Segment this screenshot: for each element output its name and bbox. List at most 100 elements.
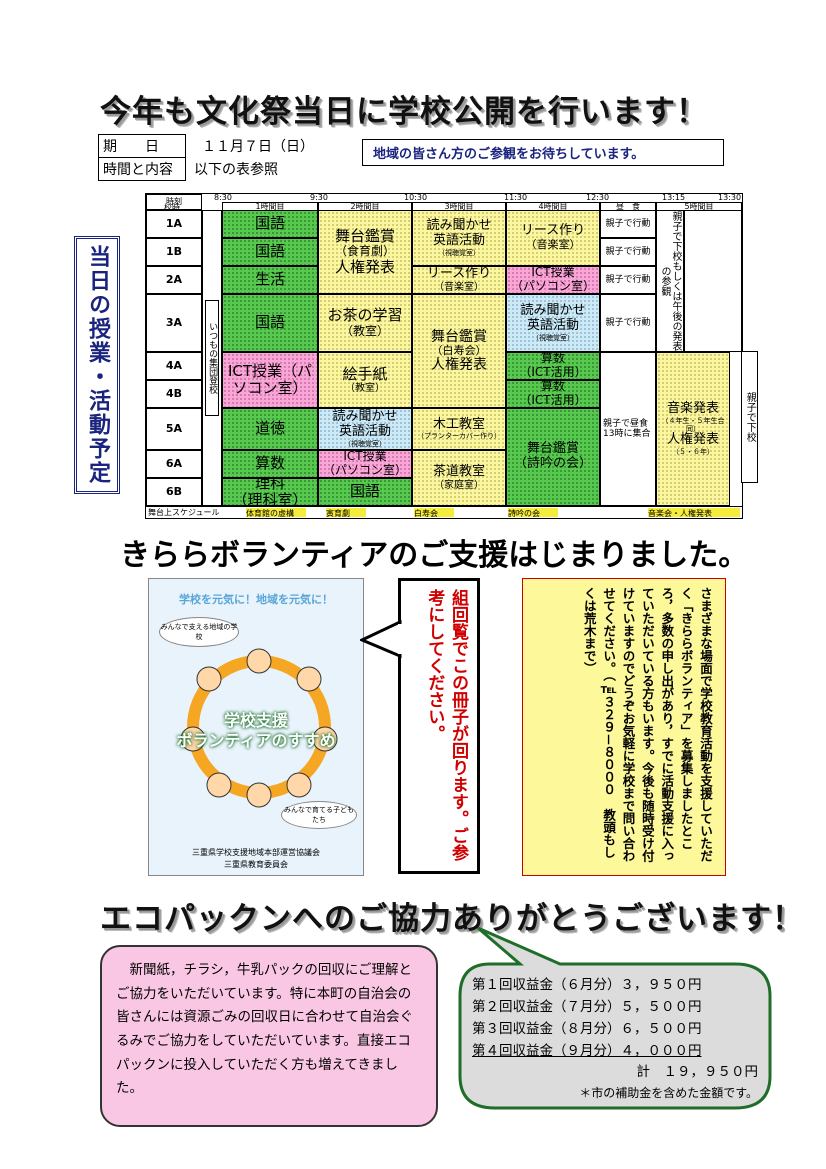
footer-1: 体育館の虚構 xyxy=(246,508,306,518)
p5-b3: 人権発表 xyxy=(666,432,719,448)
p4-a1: リース作り xyxy=(520,223,586,239)
booklet-bubble2: みんなで育てる子どもたち xyxy=(281,801,357,829)
p3-b1: リース作り xyxy=(426,266,492,281)
p2-6a: ICT授業 （パソコン室） xyxy=(318,450,412,478)
p3-1ab: 読み聞かせ 英語活動 （視聴覚室） xyxy=(412,210,506,266)
p2-1ab2a: 舞台鑑賞 （食育劇） 人権発表 xyxy=(318,210,412,294)
p2-3a: お茶の学習 （教室） xyxy=(318,294,412,352)
p4-a2: （音楽室） xyxy=(525,238,581,252)
date-value: １１月７日（日） xyxy=(202,139,314,155)
class-2a: 2A xyxy=(146,266,202,294)
footer-2: 寅育劇 xyxy=(326,508,366,518)
booklet-title1: 学校支援 xyxy=(223,711,288,730)
morning-assembly-text: いつもの集団登校 xyxy=(204,300,220,416)
time-7: 13:30 xyxy=(718,193,742,202)
p2-d2: 英語活動 xyxy=(338,423,391,439)
time-4: 11:30 xyxy=(504,193,528,202)
p3-3a4ab: 舞台鑑賞 （白寿会） 人権発表 xyxy=(412,294,506,408)
p4-f1: 舞台鑑賞 xyxy=(526,441,579,457)
schedule-header-corner: 時刻 xyxy=(146,194,202,210)
p3-2a: リース作り （音楽室） xyxy=(412,266,506,294)
eco-text-bubble: 新聞紙，チラシ，牛乳パックの回収にご理解とご協力をいただいています。特に本町の自… xyxy=(100,945,438,1127)
lunch-4to6: 親子で昼食 13時に集合 xyxy=(600,352,656,506)
revenue-row-4: 第４回収益金（９月分）４，０００円 xyxy=(472,1042,702,1059)
content-value: 以下の表参照 xyxy=(194,162,278,178)
p5-b4: （５・６年） xyxy=(672,447,714,456)
p4-4b: 算数 （ICT活用） xyxy=(506,380,600,408)
p4-b2: （パソコン室） xyxy=(510,279,595,293)
class-6a: 6A xyxy=(146,450,202,478)
circulate-note-box: 組回覧でこの冊子が回ります。ご参考にしてください。 xyxy=(398,578,480,874)
time-6: 13:15 xyxy=(662,193,686,202)
p5-dismissal: 親子で下校 xyxy=(741,351,758,483)
class-4a: 4A xyxy=(146,352,202,380)
lunch-3a: 親子で行動 xyxy=(600,294,656,352)
p2-a3: 人権発表 xyxy=(334,257,395,276)
p5-b2: （４年生・５年生合同） xyxy=(661,416,725,433)
p3-6ab: 茶道教室 （家庭室） xyxy=(412,450,506,506)
p2-e1: ICT授業 xyxy=(343,450,387,464)
class-4b: 4B xyxy=(146,380,202,408)
event-info-table: 期 日 １１月７日（日） 時間と内容 以下の表参照 xyxy=(98,134,319,181)
revenue-row-3: 第３回収益金（８月分）６，５００円 xyxy=(472,1020,702,1037)
p3-c3: 人権発表 xyxy=(431,357,487,374)
circulate-note: 組回覧でこの冊子が回ります。ご参考にしてください。 xyxy=(424,589,468,861)
p1-6b-room: （理科室） xyxy=(232,491,308,506)
p4-1ab: リース作り （音楽室） xyxy=(506,210,600,266)
booklet-bubble1: みんなで支える地域の学校 xyxy=(159,617,239,647)
footer-label: 舞台上スケジュール xyxy=(148,508,220,517)
p3-c2: （白寿会） xyxy=(431,343,487,357)
revenue-bubble-shape xyxy=(458,926,772,1110)
footer-3: 白寿会 xyxy=(414,508,454,518)
header-time: 時刻 xyxy=(166,197,182,207)
invite-note: 地域の皆さん方のご参観をお待ちしています。 xyxy=(362,139,724,166)
lunch-2a: 親子で行動 xyxy=(600,266,656,294)
p3-e2: （家庭室） xyxy=(434,479,484,491)
p1-1b: 国語 xyxy=(222,238,318,266)
class-1b: 1B xyxy=(146,238,202,266)
p1-3a: 国語 xyxy=(222,294,318,352)
revenue-total: 計 １９，９５０円 xyxy=(636,1064,759,1081)
time-3: 10:30 xyxy=(404,193,428,202)
p2-e2: （パソコン室） xyxy=(322,463,407,477)
date-label: 期 日 xyxy=(98,134,186,158)
p5-c: 親子で下校 xyxy=(744,392,756,442)
p3-a1: 読み聞かせ xyxy=(426,218,492,234)
p3-d2: （プランターカバー作り） xyxy=(417,432,501,441)
schedule-footer: 舞台上スケジュール 体育館の虚構 寅育劇 白寿会 詩吟の会 音楽会・人権発表 xyxy=(146,506,742,519)
volunteer-text: さまざまな場面で学校教育活動を支援していただく「きららボランティア」を募集しまし… xyxy=(581,587,713,862)
p5-b1: 音楽発表 xyxy=(666,400,719,416)
p5-1to3-blank xyxy=(684,210,742,352)
p5-4to6: 音楽発表 （４年生・５年生合同） 人権発表 （５・６年） xyxy=(656,352,730,506)
headline-school-open: 今年も文化祭当日に学校公開を行います！ xyxy=(100,94,708,130)
p4-d1: 算数 xyxy=(540,352,565,366)
schedule-table: 時刻 校時 8:30 9:30 10:30 11:30 12:30 13:15 … xyxy=(145,193,743,519)
p2-b2: （教室） xyxy=(340,323,389,338)
revenue-note: ＊市の補助金を含めた金額です。 xyxy=(579,1086,758,1101)
p3-5a: 木工教室 （プランターカバー作り） xyxy=(412,408,506,450)
p1-1a: 国語 xyxy=(222,210,318,238)
p2-a2: （食育劇） xyxy=(334,244,395,259)
children-circle-illustration xyxy=(180,648,338,808)
p4-c1: 読み聞かせ xyxy=(520,303,586,319)
p1-6a: 算数 xyxy=(222,450,318,478)
p1-6b: 理科 （理科室） xyxy=(222,478,318,506)
p4-e1: 算数 xyxy=(540,380,565,394)
p2-c1: 絵手紙 xyxy=(342,364,388,383)
booklet-org1: 三重県学校支援地域本部運営協議会 xyxy=(192,848,320,857)
time-5: 12:30 xyxy=(586,193,610,202)
p4-3a: 読み聞かせ 英語活動 （視聴覚室） xyxy=(506,294,600,352)
class-6b: 6B xyxy=(146,478,202,506)
booklet-org2: 三重県教育委員会 xyxy=(224,860,288,869)
p5-a: 親子で下校もしくは午後の発表の参観 xyxy=(659,211,681,351)
p4-c2: 英語活動 xyxy=(526,317,579,333)
footer-5: 音楽会・人権発表 xyxy=(648,508,740,518)
revenue-row-2: 第２回収益金（７月分）５，５００円 xyxy=(472,998,702,1015)
p2-4ab: 絵手紙 （教室） xyxy=(318,352,412,408)
lunch-1a: 親子で行動 xyxy=(600,210,656,238)
header-period: 校時 xyxy=(164,203,180,212)
headline-volunteer: きららボランティアのご支援はじまりました。 xyxy=(120,538,749,573)
volunteer-text-box: さまざまな場面で学校教育活動を支援していただく「きららボランティア」を募集しまし… xyxy=(522,578,726,876)
class-3a: 3A xyxy=(146,294,202,352)
p1-6b-subject: 理科 xyxy=(254,478,285,492)
